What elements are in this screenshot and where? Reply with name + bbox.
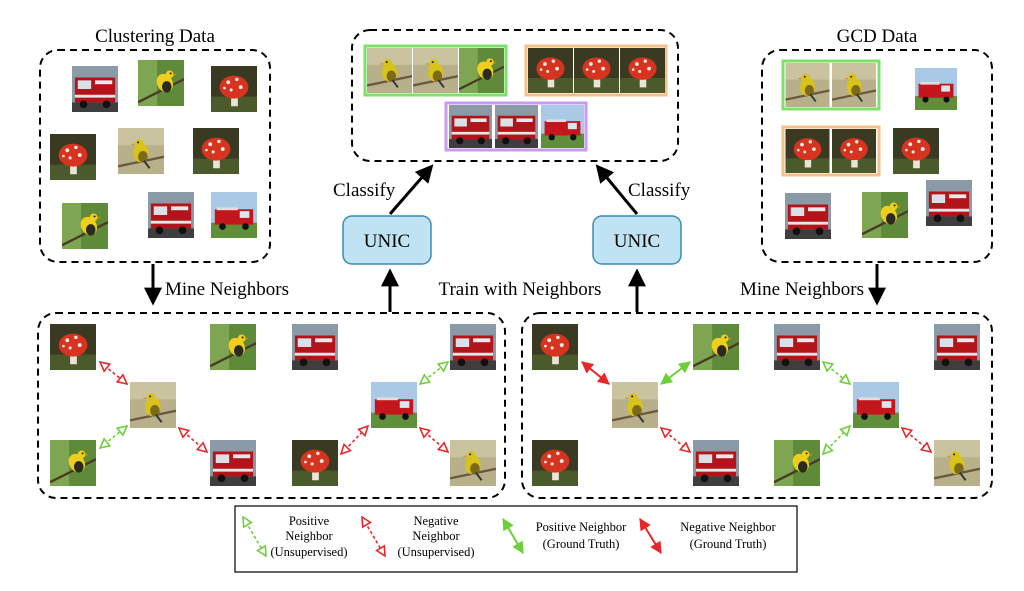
bird-photo-icon bbox=[118, 128, 164, 174]
mushroom-cluster-group bbox=[524, 44, 668, 97]
bird-photo-icon bbox=[138, 60, 184, 106]
unsupervised-neighbors-box bbox=[37, 312, 506, 499]
mushroom-photo-icon bbox=[50, 324, 96, 370]
mushroom-photo-icon bbox=[574, 48, 619, 93]
bird-photo-icon bbox=[130, 382, 176, 428]
bird-photo-icon bbox=[831, 63, 877, 107]
fire-truck-photo-icon bbox=[934, 324, 980, 370]
negative-unsupervised-edge bbox=[100, 362, 127, 384]
mushroom-photo-icon bbox=[532, 324, 578, 370]
negative-ground-truth-edge bbox=[581, 361, 610, 385]
bird-photo-icon bbox=[693, 324, 739, 370]
truck-cluster-group bbox=[444, 101, 588, 152]
legend-positive-unsupervised-line1: Positive bbox=[289, 514, 330, 528]
fire-truck-photo-icon bbox=[292, 324, 338, 370]
unic-right-label: UNIC bbox=[614, 231, 660, 252]
fire-truck-photo-icon bbox=[853, 382, 899, 428]
legend-positive-unsupervised-line2: Neighbor bbox=[285, 529, 333, 543]
legend-negative-ground-truth-line1: Negative Neighbor bbox=[680, 520, 776, 534]
classified-output-box bbox=[351, 29, 679, 162]
negative-unsupervised-edge bbox=[902, 428, 931, 452]
positive-unsupervised-edge bbox=[823, 362, 850, 384]
classify-right-label: Classify bbox=[628, 180, 691, 201]
bird-photo-icon bbox=[450, 440, 496, 486]
fire-truck-photo-icon bbox=[774, 324, 820, 370]
mushroom-photo-icon bbox=[832, 129, 876, 173]
clustering-data-title: Clustering Data bbox=[95, 26, 215, 47]
gcd-data-box bbox=[761, 49, 993, 263]
fire-truck-photo-icon bbox=[449, 105, 492, 148]
fire-truck-photo-icon bbox=[211, 192, 257, 238]
legend-negative-ground-truth-symbol bbox=[639, 517, 662, 555]
unic-model-right bbox=[592, 215, 682, 265]
mixed-neighbors-box bbox=[521, 312, 993, 499]
mushroom-photo-icon bbox=[893, 128, 939, 174]
fire-truck-photo-icon bbox=[926, 180, 972, 226]
clustering-data-box bbox=[39, 49, 271, 263]
legend-positive-ground-truth-line2: (Ground Truth) bbox=[543, 537, 620, 551]
labeled-mushroom-group bbox=[781, 125, 881, 177]
legend-positive-ground-truth-line1: Positive Neighbor bbox=[536, 520, 627, 534]
positive-ground-truth-edge bbox=[660, 361, 691, 385]
mushroom-photo-icon bbox=[193, 128, 239, 174]
unic-left-label: UNIC bbox=[364, 231, 410, 252]
fire-truck-photo-icon bbox=[371, 382, 417, 428]
legend-positive-unsupervised-symbol bbox=[243, 517, 266, 556]
fire-truck-photo-icon bbox=[210, 440, 256, 486]
negative-unsupervised-edge bbox=[179, 428, 207, 452]
unic-model-left bbox=[342, 215, 432, 265]
labeled-bird-group bbox=[781, 59, 881, 111]
mine-neighbors-left-label: Mine Neighbors bbox=[165, 279, 289, 300]
bird-photo-icon bbox=[785, 63, 830, 107]
classify-arrow-left bbox=[388, 164, 434, 215]
bird-photo-icon bbox=[862, 192, 908, 238]
positive-unsupervised-edge bbox=[823, 426, 850, 454]
classify-left-label: Classify bbox=[333, 180, 396, 201]
fire-truck-photo-icon bbox=[495, 105, 538, 148]
mushroom-photo-icon bbox=[211, 66, 257, 112]
mushroom-photo-icon bbox=[292, 440, 338, 486]
positive-unsupervised-edge bbox=[100, 426, 127, 448]
mushroom-photo-icon bbox=[528, 48, 573, 93]
mushroom-photo-icon bbox=[50, 134, 96, 180]
positive-unsupervised-edge bbox=[420, 362, 448, 384]
legend-negative-unsupervised-line2: Neighbor bbox=[412, 529, 460, 543]
legend-negative-unsupervised-symbol bbox=[362, 517, 385, 556]
fire-truck-photo-icon bbox=[541, 105, 584, 148]
legend-positive-unsupervised-line3: (Unsupervised) bbox=[270, 545, 347, 559]
classify-arrow-right bbox=[595, 164, 639, 215]
legend-positive-ground-truth-symbol bbox=[502, 517, 524, 555]
gcd-data-title: GCD Data bbox=[837, 26, 918, 47]
fire-truck-photo-icon bbox=[915, 68, 957, 110]
bird-photo-icon bbox=[774, 440, 820, 486]
mushroom-photo-icon bbox=[785, 129, 830, 173]
bird-photo-icon bbox=[62, 203, 108, 249]
legend-negative-unsupervised-line3: (Unsupervised) bbox=[397, 545, 474, 559]
fire-truck-photo-icon bbox=[785, 193, 831, 239]
bird-cluster-group bbox=[363, 44, 508, 97]
bird-photo-icon bbox=[934, 440, 980, 486]
negative-unsupervised-edge bbox=[661, 428, 690, 452]
mushroom-photo-icon bbox=[532, 440, 578, 486]
bird-photo-icon bbox=[367, 48, 412, 93]
mine-neighbors-right-label: Mine Neighbors bbox=[740, 279, 864, 300]
legend-negative-unsupervised-line1: Negative bbox=[413, 514, 459, 528]
bird-photo-icon bbox=[413, 48, 458, 93]
bird-photo-icon bbox=[459, 48, 504, 93]
bird-photo-icon bbox=[50, 440, 96, 486]
mushroom-photo-icon bbox=[620, 48, 665, 93]
fire-truck-photo-icon bbox=[693, 440, 739, 486]
negative-unsupervised-edge bbox=[420, 428, 448, 452]
bird-photo-icon bbox=[612, 382, 658, 428]
legend-negative-ground-truth-line2: (Ground Truth) bbox=[690, 537, 767, 551]
fire-truck-photo-icon bbox=[148, 192, 194, 238]
bird-photo-icon bbox=[210, 324, 256, 370]
negative-unsupervised-edge bbox=[341, 426, 368, 454]
fire-truck-photo-icon bbox=[72, 66, 118, 112]
fire-truck-photo-icon bbox=[450, 324, 496, 370]
train-with-neighbors-label: Train with Neighbors bbox=[439, 279, 602, 300]
